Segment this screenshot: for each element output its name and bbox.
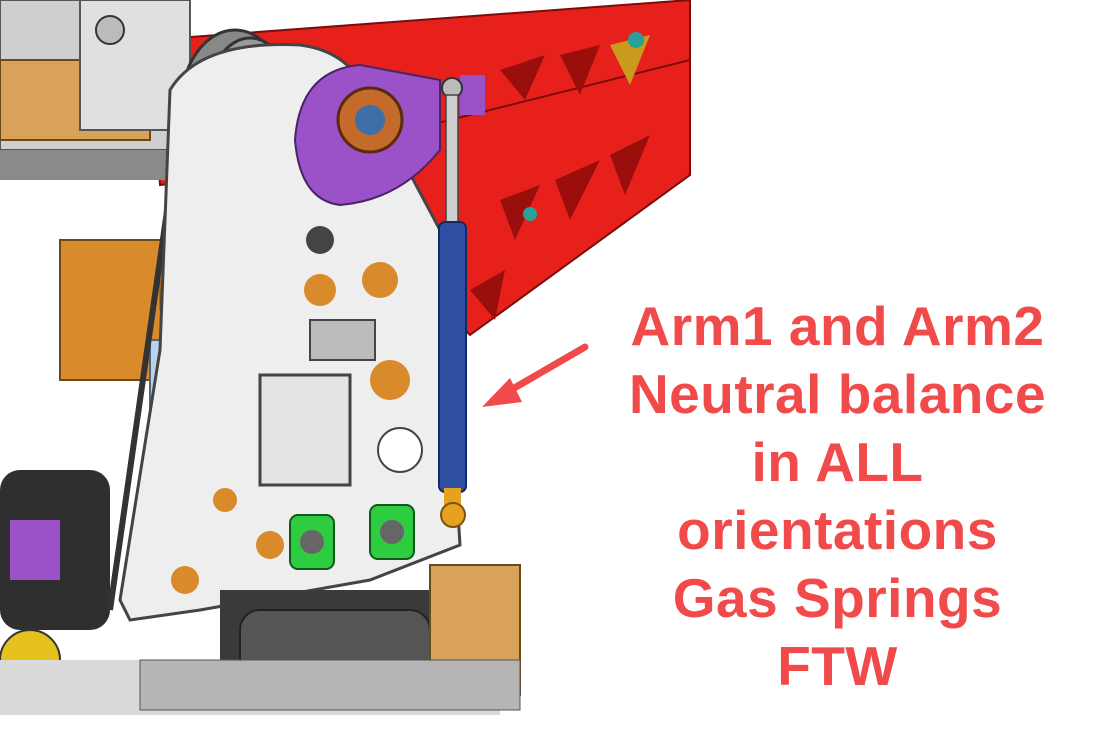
annotation-line-6: FTW bbox=[777, 635, 898, 697]
top-left-mechanism bbox=[0, 0, 191, 180]
annotation-text: Arm1 and Arm2 Neutral balance in ALL ori… bbox=[585, 292, 1090, 700]
green-bearing-1 bbox=[289, 514, 335, 570]
green-bearing-2 bbox=[369, 504, 415, 560]
annotation-line-3: in ALL bbox=[751, 431, 924, 493]
annotation-line-4: orientations bbox=[677, 499, 998, 561]
purple-pivot-bracket bbox=[293, 63, 485, 207]
base-assembly bbox=[0, 564, 521, 715]
gas-spring bbox=[438, 77, 467, 528]
annotation-line-1: Arm1 and Arm2 bbox=[630, 295, 1045, 357]
annotation-line-5: Gas Springs bbox=[672, 567, 1003, 629]
annotation-line-2: Neutral balance bbox=[628, 363, 1047, 425]
arrow-pointer-icon bbox=[482, 343, 589, 407]
